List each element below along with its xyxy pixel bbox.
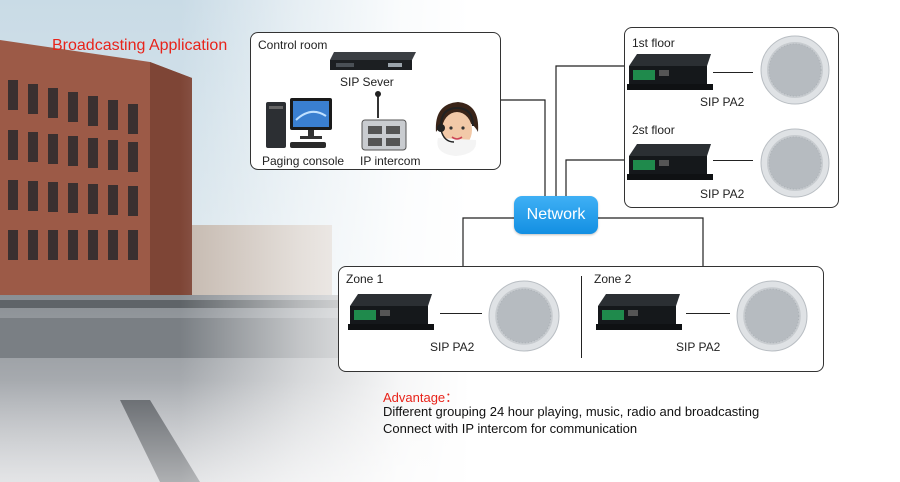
- sip-pa2-device-icon: [627, 54, 713, 90]
- ceiling-speaker-icon: [760, 35, 830, 105]
- floor-1-device-caption: SIP PA2: [700, 95, 745, 109]
- paging-console-caption: Paging console: [262, 154, 345, 168]
- control-room-label: Control room: [258, 38, 328, 52]
- zone-2-device-caption: SIP PA2: [676, 340, 721, 354]
- sip-server-caption: SIP Sever: [340, 75, 394, 89]
- floor-1-label: 1st floor: [632, 36, 675, 50]
- sip-server-icon: [330, 52, 416, 70]
- sip-pa2-device-icon: [627, 144, 713, 180]
- zone-1-link: [440, 313, 482, 314]
- zone-2-label: Zone 2: [594, 272, 632, 286]
- network-node: Network: [514, 196, 598, 234]
- background-fade-bottom: [0, 380, 500, 482]
- ceiling-speaker-icon: [760, 128, 830, 198]
- paging-console-icon: [266, 98, 332, 148]
- page-title: Broadcasting Application: [52, 37, 228, 54]
- floor-2-link: [713, 160, 753, 161]
- ceiling-speaker-icon: [488, 280, 560, 352]
- sip-pa2-device-icon: [348, 294, 434, 330]
- advantage-line: Connect with IP intercom for communicati…: [383, 421, 638, 436]
- operator-headset-icon: [435, 102, 479, 156]
- floor-1-link: [713, 72, 753, 73]
- zones-divider: [581, 276, 582, 358]
- zone-1-label: Zone 1: [346, 272, 384, 286]
- ip-intercom-icon: [361, 91, 407, 151]
- advantage-heading: Advantage：: [383, 390, 459, 405]
- zone-1-device-caption: SIP PA2: [430, 340, 475, 354]
- floor-2-label: 2st floor: [632, 123, 675, 137]
- ceiling-speaker-icon: [736, 280, 808, 352]
- sip-pa2-device-icon: [596, 294, 682, 330]
- zone-2-link: [686, 313, 730, 314]
- floor-2-device-caption: SIP PA2: [700, 187, 745, 201]
- advantage-line: Different grouping 24 hour playing, musi…: [383, 404, 760, 419]
- ip-intercom-caption: IP intercom: [360, 154, 421, 168]
